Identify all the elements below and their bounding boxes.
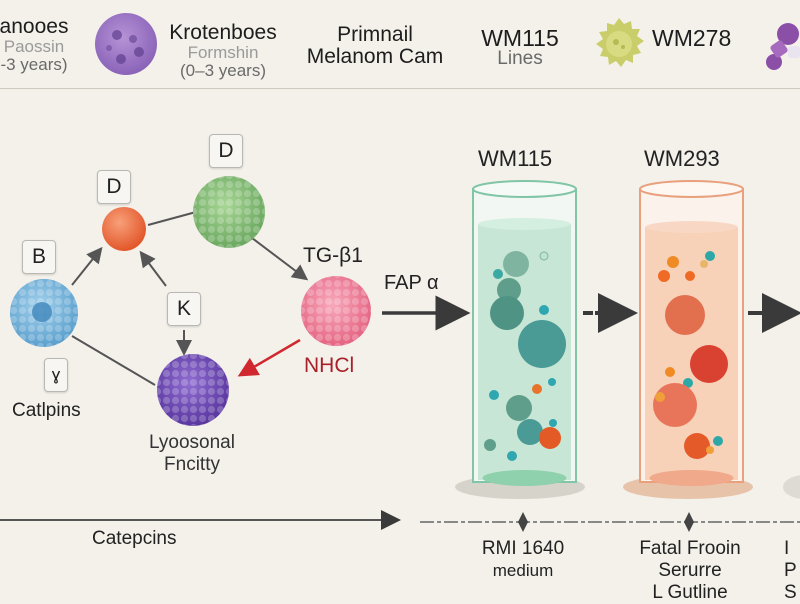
header-item-title: Primnail	[337, 23, 413, 46]
connector-orange-to-green	[147, 211, 197, 226]
header-item-title: WM278	[652, 25, 732, 51]
orange-cell	[102, 207, 146, 251]
node-label-box: ɣ	[44, 358, 68, 392]
label-lysosomal-line1: Lyoosonal	[149, 432, 235, 453]
inhibit-arrow-pink-to-purple	[237, 338, 301, 377]
purple-molecule-icon	[766, 23, 800, 70]
label-lysosomal-line2: Fncitty	[164, 454, 220, 475]
header-item-subtitle: -3 years)	[0, 55, 68, 74]
node-label-box: B	[22, 240, 56, 274]
tube-2	[623, 180, 753, 499]
node-label-box: K	[167, 292, 201, 326]
green-cell	[193, 176, 265, 248]
timeline-label-line: I	[784, 538, 790, 559]
timeline-label-line: Fatal Frooin	[639, 538, 741, 559]
header-item-title: anooes	[0, 15, 69, 38]
header-item-5: WM278	[652, 26, 731, 50]
tube-3-shadow-partial	[783, 475, 800, 499]
tube-2-liquid	[645, 227, 738, 480]
tube-1-label: WM115	[478, 146, 553, 171]
connector-green-to-pink	[251, 237, 309, 281]
header-item-subtitle: Lines	[497, 48, 543, 69]
tube-2-label: WM293	[644, 146, 720, 171]
timeline-left-label: Catepcins	[92, 528, 177, 549]
header-divider	[0, 88, 800, 89]
label-tgf-beta1: TG-β1	[303, 244, 363, 267]
pink-cell	[301, 276, 371, 346]
timeline-marker-1	[518, 512, 528, 532]
node-label-box: D	[209, 134, 243, 168]
header-item-1: anooes Paossin -3 years)	[0, 16, 74, 74]
header-item-subtitle: (0–3 years)	[180, 61, 266, 80]
label-nhcl: NHCl	[304, 354, 355, 377]
tube-1-liquid	[478, 224, 571, 480]
purple-cell	[157, 354, 229, 426]
header-item-3: Primnail Melanom Cam	[300, 24, 450, 68]
connector-blue-to-orange	[71, 246, 103, 286]
timeline-label-line: Serurre	[658, 560, 722, 581]
timeline-label-line: S	[784, 582, 797, 603]
label-catpins: Catlpins	[12, 400, 81, 421]
timeline-label-line: P	[784, 560, 797, 581]
header-item-title: WM115	[481, 25, 559, 51]
blue-cell	[10, 279, 78, 347]
tube-2-shadow	[623, 475, 753, 499]
timeline-label-line: L Gutline	[652, 582, 728, 603]
purple-cell-icon	[95, 13, 157, 75]
tube-1	[455, 180, 585, 499]
connector-blue-to-purple	[71, 335, 156, 386]
yellow-cell-icon	[596, 18, 644, 67]
timeline-marker-1-label: RMI 1640 medium	[463, 538, 583, 582]
timeline-marker-2-label: Fatal Frooin Serurre L Gutline	[620, 538, 760, 604]
header-item-subtitle: Formshin	[187, 43, 259, 62]
header-item-4: WM115 Lines	[470, 26, 570, 68]
connector-k-to-orange	[139, 250, 167, 287]
timeline-label-line: RMI 1640	[481, 538, 565, 559]
header-item-2: Krotenboes Formshin (0–3 years)	[168, 22, 278, 80]
header-item-subtitle: Paossin	[3, 37, 65, 56]
timeline-label-line: medium	[492, 561, 554, 580]
timeline-marker-2	[684, 512, 694, 532]
header-item-title: Krotenboes	[169, 21, 277, 44]
label-lysosomal-activity: Lyoosonal Fncitty	[122, 432, 262, 476]
node-label-box: D	[97, 170, 131, 204]
tube-1-shadow	[455, 475, 585, 499]
header-item-title: Melanom Cam	[306, 45, 444, 68]
timeline-marker-3-label: I P S	[784, 538, 800, 604]
label-fap-alpha: FAP α	[384, 272, 439, 294]
